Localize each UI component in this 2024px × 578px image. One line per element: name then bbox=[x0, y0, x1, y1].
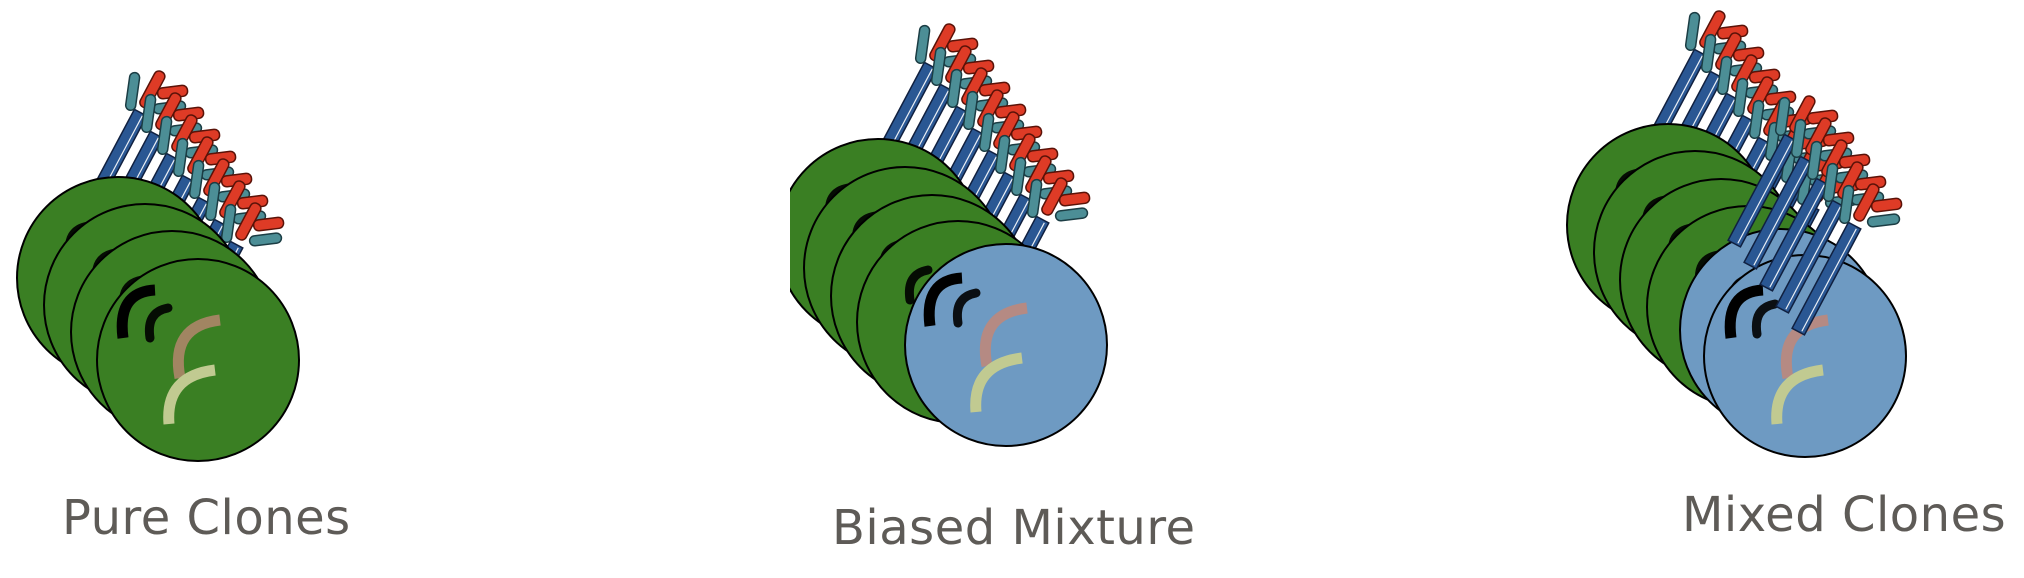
panel-label-biased-mixture: Biased Mixture bbox=[832, 500, 1196, 556]
panel-label-mixed-clones: Mixed Clones bbox=[1682, 487, 2007, 543]
cell-icon bbox=[96, 258, 300, 462]
cell-icon bbox=[904, 243, 1108, 447]
panel-mixed-clones bbox=[1566, 10, 1907, 458]
cell-icon bbox=[1703, 254, 1907, 458]
chromosome-icon bbox=[923, 272, 1028, 413]
chromosome-icon bbox=[1724, 284, 1829, 425]
cell-stack bbox=[790, 138, 1108, 447]
receptor-icon bbox=[1791, 183, 1903, 336]
receptor-cluster bbox=[1727, 95, 1903, 336]
panel-biased-mixture bbox=[790, 23, 1108, 447]
chromosome-icon bbox=[116, 284, 221, 425]
panel-pure-clones bbox=[16, 70, 300, 462]
cell-stack bbox=[16, 176, 300, 462]
panel-label-pure-clones: Pure Clones bbox=[62, 490, 351, 546]
